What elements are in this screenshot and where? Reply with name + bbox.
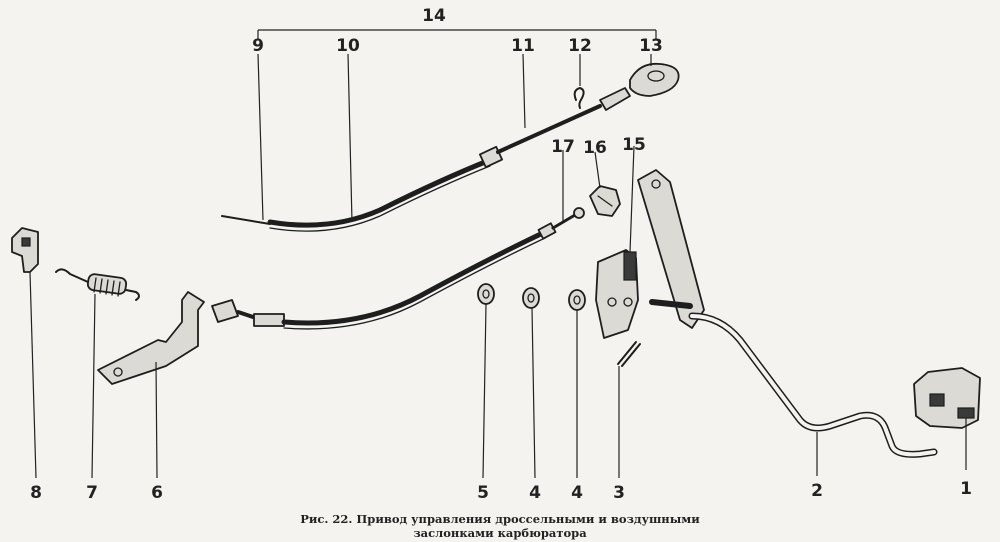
lever-shaft-stub [649, 299, 693, 309]
label-13: 13 [639, 36, 663, 56]
spring-coil-turns [93, 277, 121, 297]
small-bracket-tab [21, 237, 31, 247]
small-bracket [11, 227, 39, 273]
label-14: 14 [422, 6, 446, 26]
label-15: 15 [622, 135, 646, 155]
washer-5-hole [482, 289, 490, 299]
spring-hook-right [125, 289, 140, 301]
bracket-mount-hole [113, 367, 123, 377]
cable-end-fitting [211, 299, 239, 323]
label-4-left: 4 [529, 483, 541, 503]
figure-caption-line-1: Рис. 22. Привод управления дроссельными … [300, 512, 700, 526]
pedal-pad [913, 367, 981, 429]
bracket-hole-2 [623, 297, 633, 307]
choke-cable-assembly [221, 62, 680, 232]
lever-bracket [595, 249, 639, 339]
accelerator-lever [637, 169, 938, 458]
inner-wire-end [221, 215, 271, 225]
figure-caption-line-2: заслонками карбюратора [413, 526, 587, 540]
label-9: 9 [252, 36, 264, 56]
callout-numbers: 14 9 10 11 12 13 17 16 15 8 7 6 5 4 4 3 … [30, 6, 972, 503]
label-7: 7 [86, 483, 98, 503]
label-17: 17 [551, 137, 575, 157]
washer-5 [477, 283, 495, 305]
label-8: 8 [30, 483, 42, 503]
throttle-cable-edge [283, 237, 546, 330]
cotter-pin [617, 341, 641, 367]
pedal-rod [688, 312, 938, 458]
leader-lines [29, 29, 967, 479]
washer-4-right [568, 289, 586, 311]
cable-mounting-bracket [97, 291, 205, 385]
knob-detail [647, 70, 665, 82]
cable-end-rod [236, 310, 258, 320]
label-4-right: 4 [571, 483, 583, 503]
pedal-rod-highlight [690, 314, 936, 457]
label-2: 2 [811, 481, 823, 501]
return-spring [55, 268, 140, 301]
pedal-pad-clip [929, 393, 945, 407]
bracket-body [97, 291, 205, 385]
lever-pivot-hole [651, 179, 661, 189]
label-6: 6 [151, 483, 163, 503]
washer-4-right-hole [573, 295, 581, 305]
label-3: 3 [613, 483, 625, 503]
retaining-clip [573, 87, 585, 109]
cable-sheath-edge [269, 165, 491, 232]
throttle-inner-wire [551, 213, 577, 230]
bracket-hole [607, 297, 617, 307]
label-10: 10 [336, 36, 360, 56]
washer-4-left [522, 287, 540, 309]
cable-adjuster [253, 313, 285, 327]
control-rod [496, 104, 602, 154]
label-16: 16 [583, 138, 607, 158]
small-bracket-body [11, 227, 39, 273]
bracket-tab [623, 251, 637, 281]
label-5: 5 [477, 483, 489, 503]
cable-clip [589, 185, 621, 217]
spring-hook-left [55, 268, 89, 283]
cable-handle-body [599, 87, 631, 111]
clip-slot [597, 195, 613, 207]
throttle-cable-sheath [281, 229, 548, 326]
cable-sheath [267, 157, 493, 228]
throttle-cable-assembly [211, 207, 585, 330]
pedal-pad-body [913, 367, 981, 429]
pedal-pad-clip-2 [957, 407, 975, 419]
label-12: 12 [568, 36, 592, 56]
cable-nipple [573, 207, 585, 219]
label-1: 1 [960, 479, 972, 499]
washer-4-left-hole [527, 293, 535, 303]
throttle-ferrule [537, 222, 557, 240]
label-11: 11 [511, 36, 535, 56]
control-knob [629, 62, 680, 97]
lever-arm [637, 169, 705, 329]
